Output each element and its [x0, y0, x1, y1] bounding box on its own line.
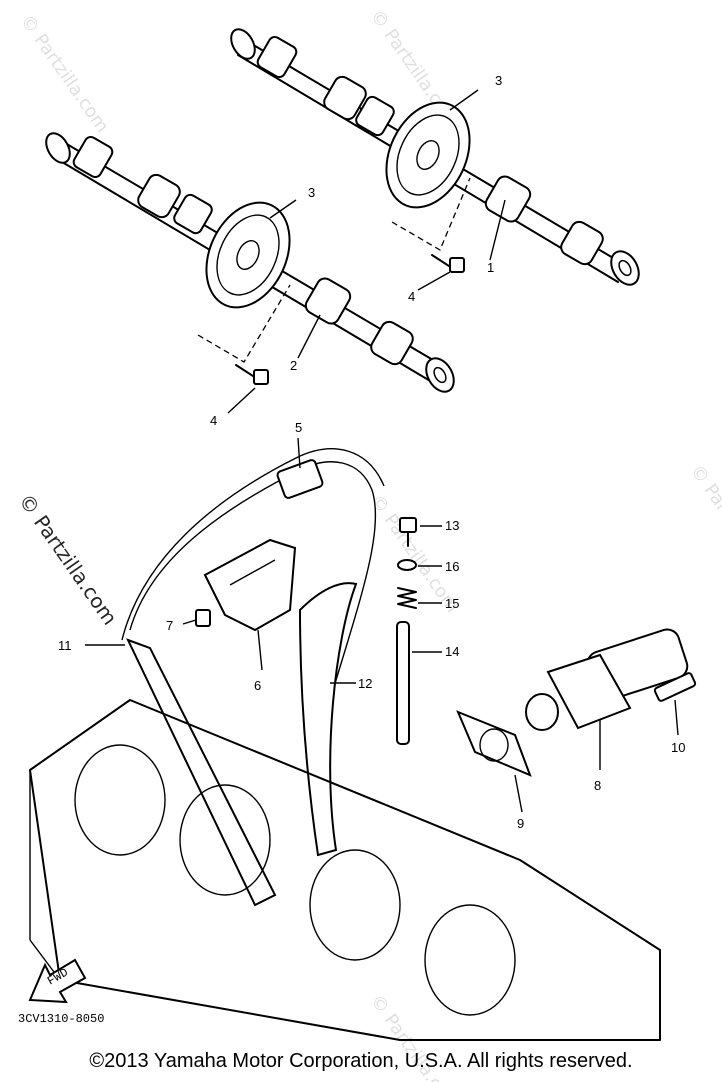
callout-11: 11 [58, 638, 72, 653]
chain-guide-upper [195, 538, 297, 632]
copyright-notice: ©2013 Yamaha Motor Corporation, U.S.A. A… [89, 1050, 633, 1072]
chain-guide-exhaust [126, 638, 277, 907]
spring [397, 587, 417, 609]
tensioner-gasket [456, 710, 532, 777]
leader-lines [85, 89, 679, 813]
tensioner-bolt [399, 517, 417, 547]
callout-4-upper: 4 [408, 289, 415, 304]
sprocket-bolt-upper [431, 254, 465, 273]
watermark-main: © Partzilla.com [14, 489, 122, 629]
watermark-3: © Partzilla.com [686, 461, 722, 587]
callout-labels: 3 3 1 2 4 4 5 6 7 8 9 10 11 12 13 14 15 … [58, 73, 685, 831]
chain-tensioner [525, 628, 697, 731]
push-rod [396, 621, 410, 745]
sprocket-bolt-lower [235, 364, 269, 385]
washer [397, 559, 417, 571]
callout-1: 1 [487, 260, 494, 275]
callout-15: 15 [445, 596, 459, 611]
cam-chain [121, 448, 385, 701]
camshaft-exhaust [230, 28, 640, 286]
chain-guide-intake [298, 582, 358, 857]
callout-13: 13 [445, 518, 459, 533]
callout-14: 14 [445, 644, 459, 659]
callout-16: 16 [445, 559, 459, 574]
callout-8: 8 [594, 778, 601, 793]
cam-sprocket-lower [205, 201, 291, 309]
callout-2: 2 [290, 358, 297, 373]
callout-3-lower: 3 [308, 185, 315, 200]
camshaft-intake [45, 132, 455, 393]
callout-12: 12 [358, 676, 372, 691]
callout-3-upper: 3 [495, 73, 502, 88]
callout-6: 6 [254, 678, 261, 693]
callout-10: 10 [671, 740, 685, 755]
callout-4-lower: 4 [210, 413, 217, 428]
callout-7: 7 [166, 618, 173, 633]
callout-5: 5 [295, 420, 302, 435]
cam-sprocket-upper [385, 101, 471, 209]
callout-9: 9 [517, 816, 524, 831]
cylinder-head [29, 699, 661, 1041]
diagram-code: 3CV1310-8050 [18, 1012, 104, 1026]
watermark-1: © Partzilla.com [16, 11, 113, 137]
